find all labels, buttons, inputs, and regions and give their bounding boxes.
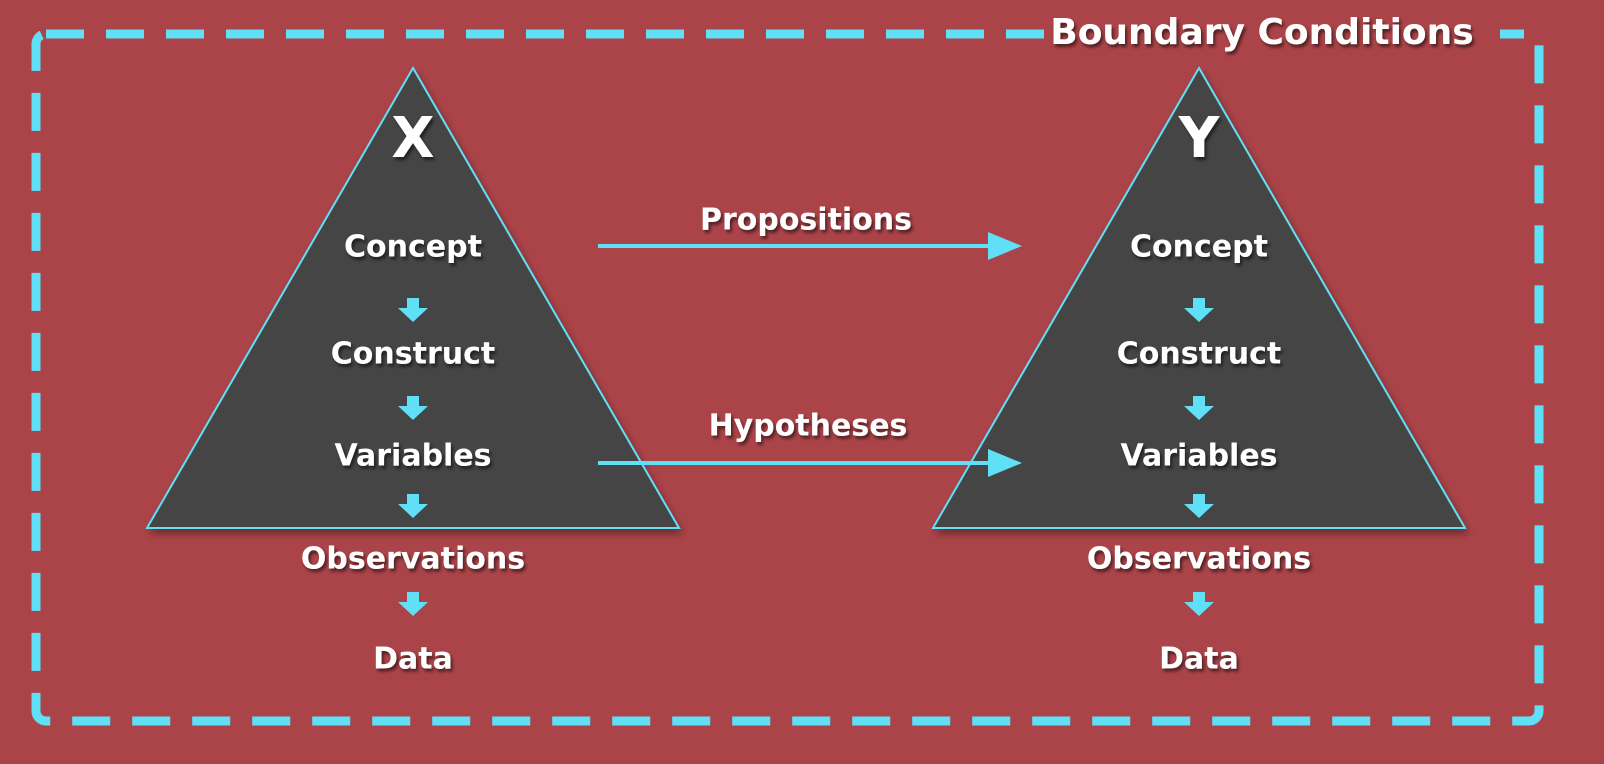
right-arrow-icon	[988, 449, 1022, 477]
down-arrow-icon	[1184, 298, 1214, 322]
triangle-y: Y Concept Construct Variables Observatio…	[931, 66, 1467, 677]
link-hypotheses: Hypotheses	[598, 409, 1022, 477]
down-arrow-icon	[398, 396, 428, 420]
down-arrow-icon	[1184, 494, 1214, 518]
down-arrow-icon	[398, 592, 428, 616]
down-arrow-icon	[398, 494, 428, 518]
triangle-y-level-observations: Observations	[1087, 542, 1311, 577]
link-propositions-label: Propositions	[700, 203, 912, 238]
triangle-x-level-observations: Observations	[301, 542, 525, 577]
triangle-y-letter: Y	[1178, 106, 1221, 171]
down-arrow-icon	[398, 298, 428, 322]
link-hypotheses-label: Hypotheses	[709, 409, 908, 444]
triangle-x: X Concept Construct Variables Observatio…	[145, 66, 681, 677]
link-propositions: Propositions	[598, 203, 1022, 260]
triangle-x-level-construct: Construct	[331, 337, 495, 372]
triangle-y-level-variables: Variables	[1120, 439, 1277, 474]
down-arrow-icon	[1184, 396, 1214, 420]
boundary-label-backdrop	[1052, 12, 1500, 58]
triangle-y-level-construct: Construct	[1117, 337, 1281, 372]
right-arrow-icon	[988, 232, 1022, 260]
triangle-x-letter: X	[391, 106, 434, 171]
boundary-label: Boundary Conditions	[1050, 12, 1473, 53]
triangle-x-level-variables: Variables	[334, 439, 491, 474]
boundary-frame	[31, 29, 1544, 726]
triangle-x-level-data: Data	[373, 642, 453, 677]
triangle-x-level-concept: Concept	[344, 230, 482, 265]
triangle-y-level-data: Data	[1159, 642, 1239, 677]
triangle-y-level-concept: Concept	[1130, 230, 1268, 265]
down-arrow-icon	[1184, 592, 1214, 616]
